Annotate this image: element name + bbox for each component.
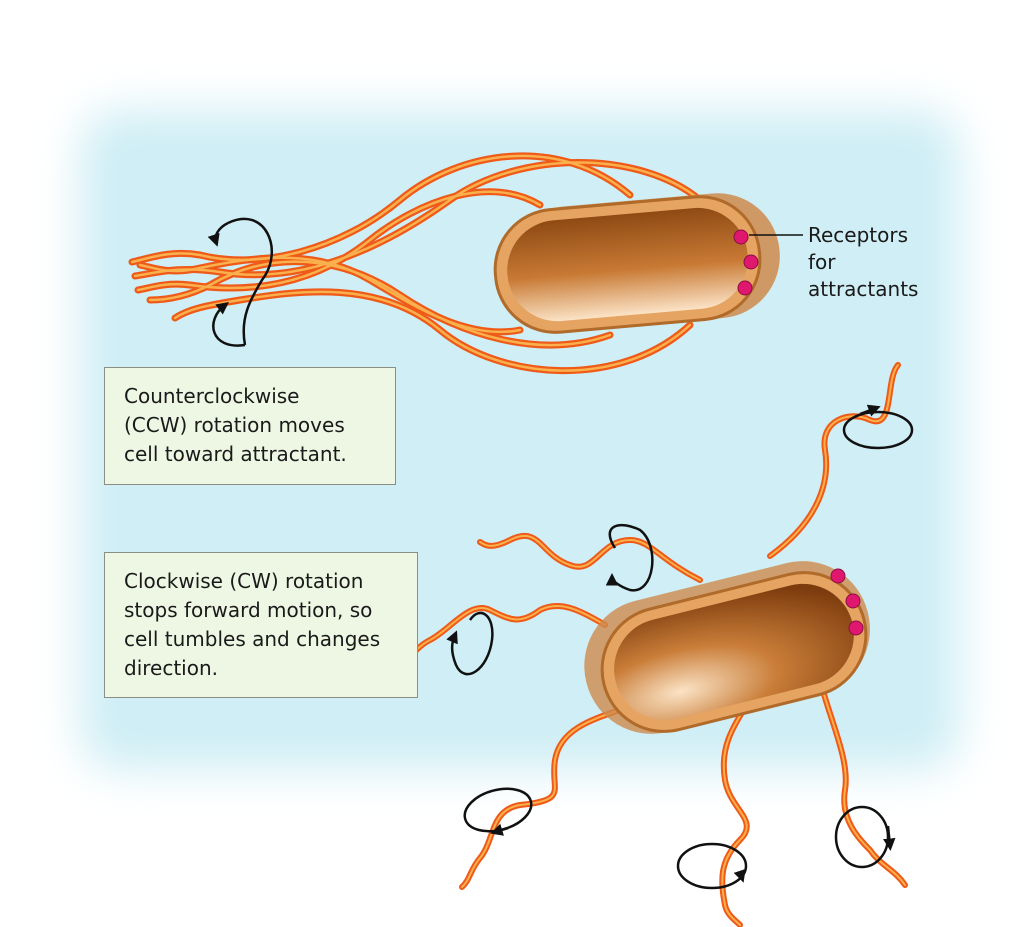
- cw-caption-line: stops forward motion, so: [124, 598, 373, 622]
- bacterium-cell-bottom: [584, 561, 870, 734]
- ccw-caption-line: Counterclockwise: [124, 384, 300, 408]
- rotation-arrow-icon: [463, 787, 533, 836]
- ccw-caption-line: cell toward attractant.: [124, 442, 347, 466]
- receptor-label-line: for: [808, 250, 836, 274]
- rotation-arrow-icon: [207, 217, 273, 347]
- rotation-arrow-icon: [676, 842, 748, 890]
- receptor-icon: [830, 568, 864, 636]
- cw-caption-line: cell tumbles and changes: [124, 627, 381, 651]
- receptor-label-line: attractants: [808, 277, 919, 301]
- separated-flagella: [377, 362, 908, 927]
- ccw-caption-box: Counterclockwise (CCW) rotation moves ce…: [104, 367, 396, 485]
- rotation-arrow-icon: [834, 805, 896, 869]
- rotation-arrow-icon: [605, 523, 654, 592]
- cw-caption-line: Clockwise (CW) rotation: [124, 569, 364, 593]
- ccw-caption-line: (CCW) rotation moves: [124, 413, 345, 437]
- rotation-arrow-icon: [446, 611, 494, 676]
- receptor-icon: [733, 229, 759, 296]
- bacterium-cell-top: [493, 193, 780, 334]
- receptor-label-line: Receptors: [808, 223, 909, 247]
- receptor-label: Receptors for attractants: [808, 222, 918, 303]
- cw-caption-box: Clockwise (CW) rotation stops forward mo…: [104, 552, 418, 698]
- rotation-arrow-icon: [842, 404, 914, 450]
- rotation-arrows-bottom: [446, 404, 914, 890]
- cw-caption-line: direction.: [124, 656, 219, 680]
